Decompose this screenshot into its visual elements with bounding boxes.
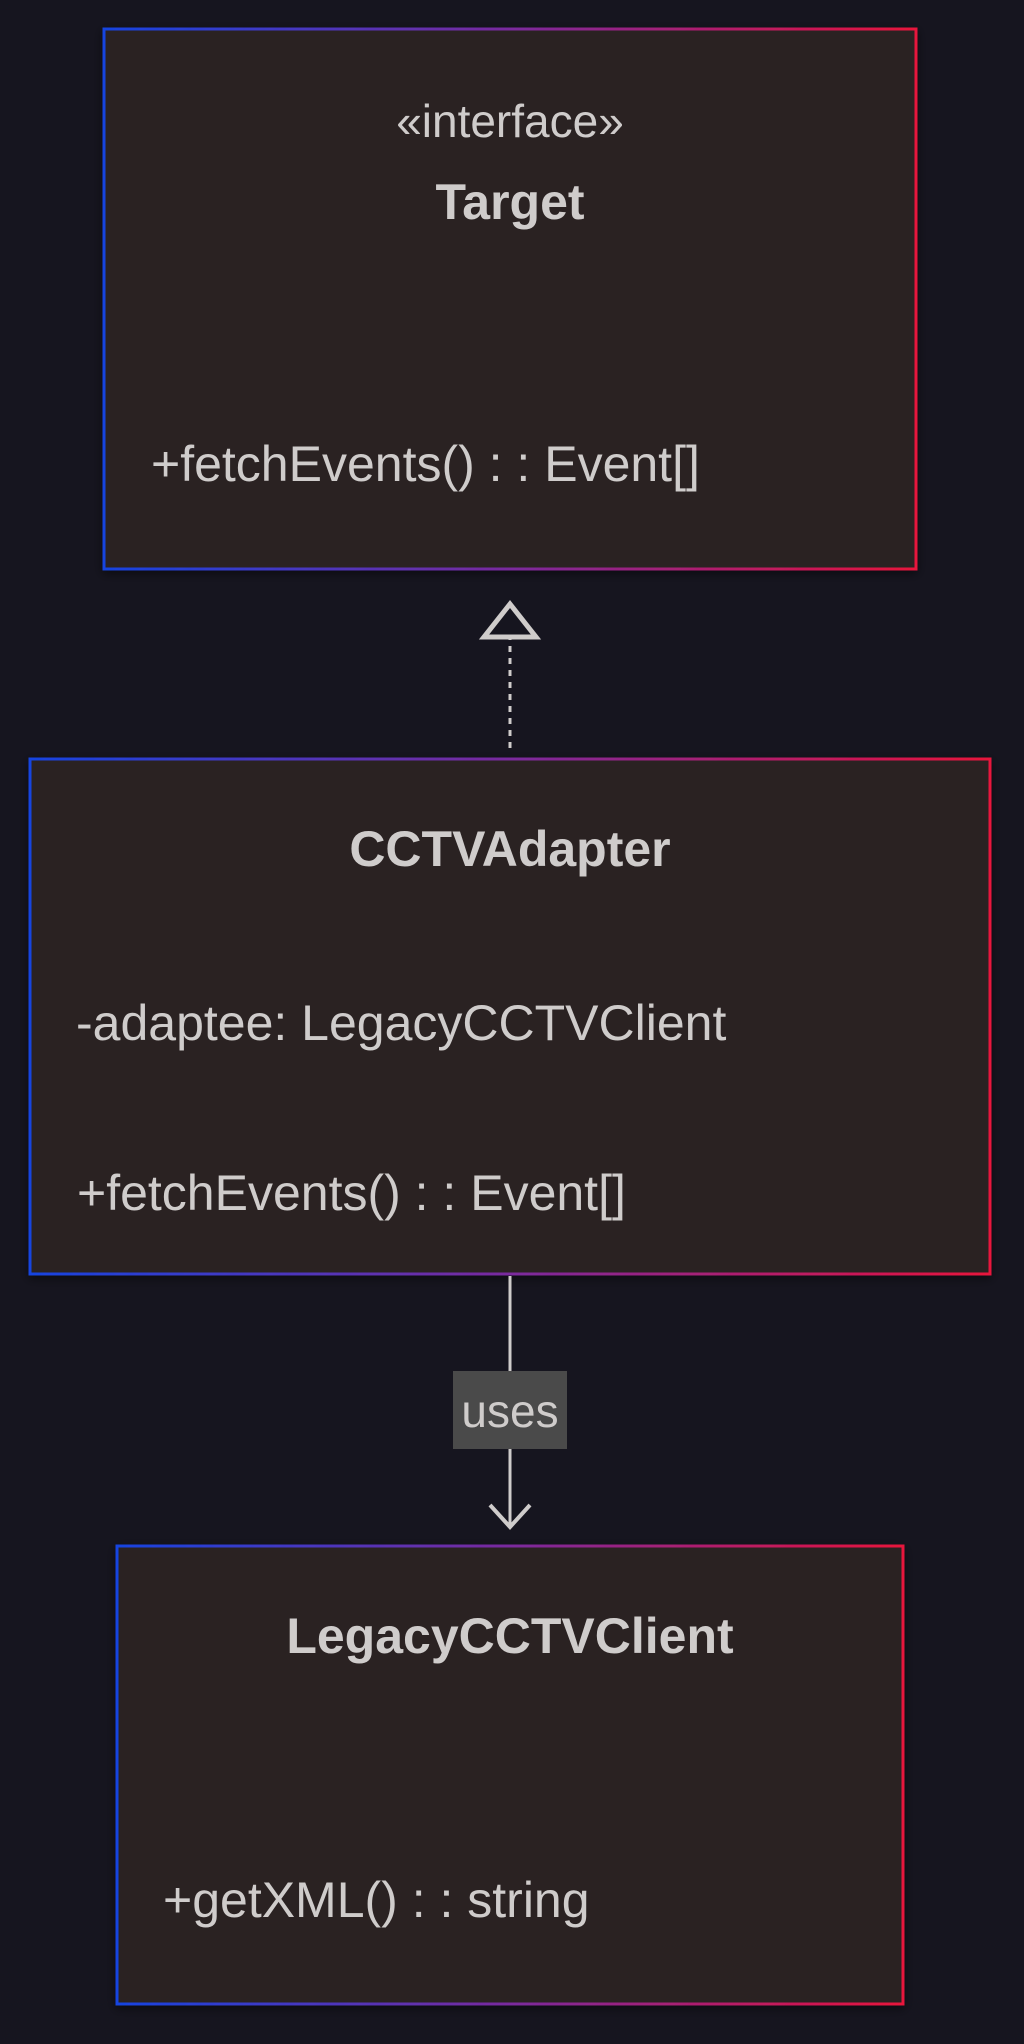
- uses-label: uses: [461, 1385, 558, 1437]
- class-legacy-name: LegacyCCTVClient: [286, 1608, 734, 1664]
- class-target: «interface» Target +fetchEvents() : : Ev…: [102, 27, 918, 571]
- class-legacy-box: [115, 1544, 905, 2006]
- uses-label-background: [453, 1371, 567, 1449]
- class-adapter-box: [28, 757, 992, 1276]
- class-legacy: LegacyCCTVClient +getXML() : : string: [115, 1544, 905, 2006]
- edge-realization: [478, 599, 542, 748]
- class-target-method: +fetchEvents() : : Event[]: [151, 436, 700, 492]
- class-adapter-method: +fetchEvents() : : Event[]: [77, 1165, 626, 1221]
- class-legacy-method: +getXML() : : string: [163, 1872, 590, 1928]
- realization-triangle-head: [478, 599, 542, 640]
- class-target-box: [102, 27, 918, 571]
- class-adapter: CCTVAdapter -adaptee: LegacyCCTVClient +…: [28, 757, 992, 1276]
- class-adapter-name: CCTVAdapter: [349, 821, 670, 877]
- class-adapter-attribute: -adaptee: LegacyCCTVClient: [76, 995, 726, 1051]
- class-target-stereotype: «interface»: [396, 95, 624, 147]
- class-target-name: Target: [435, 174, 584, 230]
- edge-uses: uses: [453, 1276, 567, 1530]
- uses-arrow-head: [488, 1503, 532, 1530]
